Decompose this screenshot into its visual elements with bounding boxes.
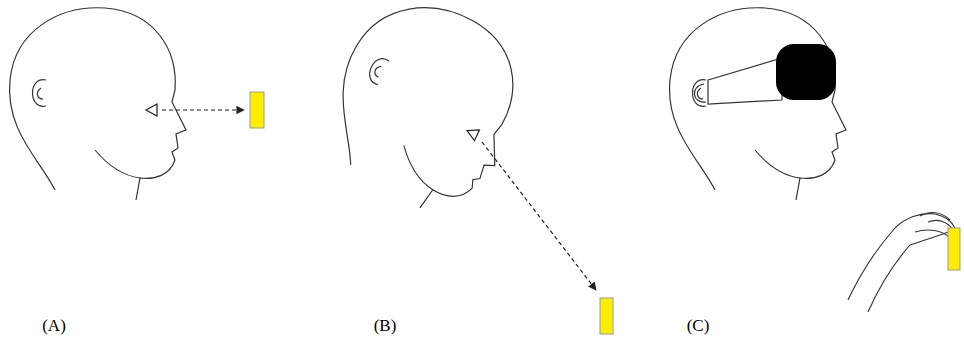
head-blindfolded bbox=[670, 8, 846, 200]
target-object bbox=[948, 228, 960, 270]
gaze-arrow bbox=[482, 142, 596, 290]
head-forward bbox=[10, 8, 186, 200]
hand-holding-object bbox=[848, 213, 955, 312]
panel-label: (B) bbox=[374, 316, 397, 336]
target-object bbox=[250, 92, 264, 128]
target-object bbox=[600, 298, 613, 334]
head-tilted bbox=[305, 0, 546, 229]
panel-label: (A) bbox=[42, 316, 66, 336]
panel-label: (C) bbox=[687, 316, 710, 336]
gaze-arrow bbox=[162, 109, 244, 110]
